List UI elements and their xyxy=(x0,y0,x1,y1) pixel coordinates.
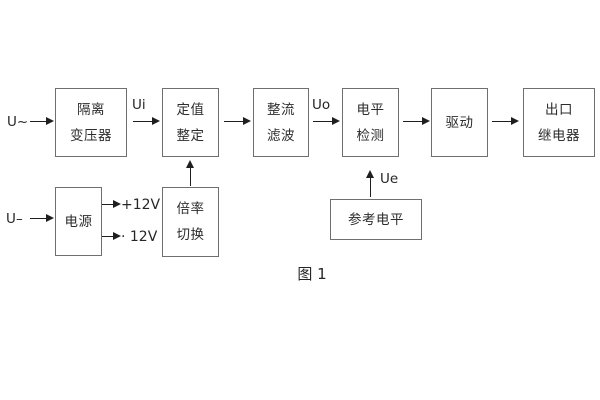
arrowhead xyxy=(422,117,430,126)
arrow-plus12v xyxy=(102,200,121,209)
block-label: 切换 xyxy=(176,227,205,243)
input-label-dc-dash: – xyxy=(16,211,23,227)
arrowhead xyxy=(46,117,54,126)
arrow-ac-input xyxy=(30,117,54,126)
input-label-ac: U~ xyxy=(7,114,29,130)
arrow-ratio-to-setting xyxy=(185,160,194,186)
input-label-dc: U xyxy=(6,211,16,227)
block-output-relay: 出口 继电器 xyxy=(523,88,595,157)
block-label: 驱动 xyxy=(445,114,474,131)
arrowhead xyxy=(152,117,160,126)
arrowhead xyxy=(113,232,121,241)
block-level-detect: 电平 检测 xyxy=(342,88,399,157)
block-isolation-transformer: 隔离 变压器 xyxy=(55,88,127,157)
arrow-reference-ue xyxy=(365,170,374,197)
signal-label-plus12v: +12V xyxy=(121,197,161,213)
arrowhead xyxy=(113,200,121,209)
block-setting-adjust: 定值 整定 xyxy=(162,88,219,157)
arrow-setting-to-rectifier xyxy=(224,117,251,126)
signal-label-minus12v: · 12V xyxy=(121,229,158,245)
arrow-minus12v xyxy=(102,232,121,241)
block-label: 隔离 xyxy=(77,101,105,118)
arrow-transformer-to-setting xyxy=(133,117,160,126)
block-label: 滤波 xyxy=(267,127,295,144)
block-driver: 驱动 xyxy=(431,88,488,157)
arrow-detect-to-driver xyxy=(403,117,430,126)
block-label: 继电器 xyxy=(538,127,580,144)
block-label: 整定 xyxy=(176,127,205,144)
block-label: 电平 xyxy=(356,101,385,118)
block-rectifier-filter: 整流 滤波 xyxy=(253,88,309,157)
arrow-driver-to-relay xyxy=(492,117,519,126)
arrowhead xyxy=(511,117,519,126)
block-power-supply: 电源 xyxy=(55,187,102,256)
arrowhead xyxy=(365,170,374,178)
block-label: 出口 xyxy=(545,101,573,118)
signal-label-ui: Ui xyxy=(132,97,146,113)
signal-label-ue: Ue xyxy=(380,171,399,187)
arrowhead xyxy=(243,117,251,126)
block-label: 整流 xyxy=(267,101,295,118)
block-label: 倍率 xyxy=(176,201,205,217)
arrow-rectifier-to-detect xyxy=(313,117,340,126)
block-label: 检测 xyxy=(356,127,385,144)
block-reference-level: 参考电平 xyxy=(330,199,422,240)
arrowhead xyxy=(332,117,340,126)
arrowhead xyxy=(46,214,54,223)
block-ratio-switch: 倍率 切换 xyxy=(162,187,219,257)
figure-caption: 图 1 xyxy=(297,265,327,283)
block-label: 定值 xyxy=(176,101,205,118)
arrowhead xyxy=(185,160,194,168)
block-label: 变压器 xyxy=(70,127,112,144)
signal-label-uo: Uo xyxy=(312,97,331,113)
block-label: 电源 xyxy=(64,213,93,230)
arrow-dc-input xyxy=(30,214,54,223)
block-label: 参考电平 xyxy=(348,211,404,228)
